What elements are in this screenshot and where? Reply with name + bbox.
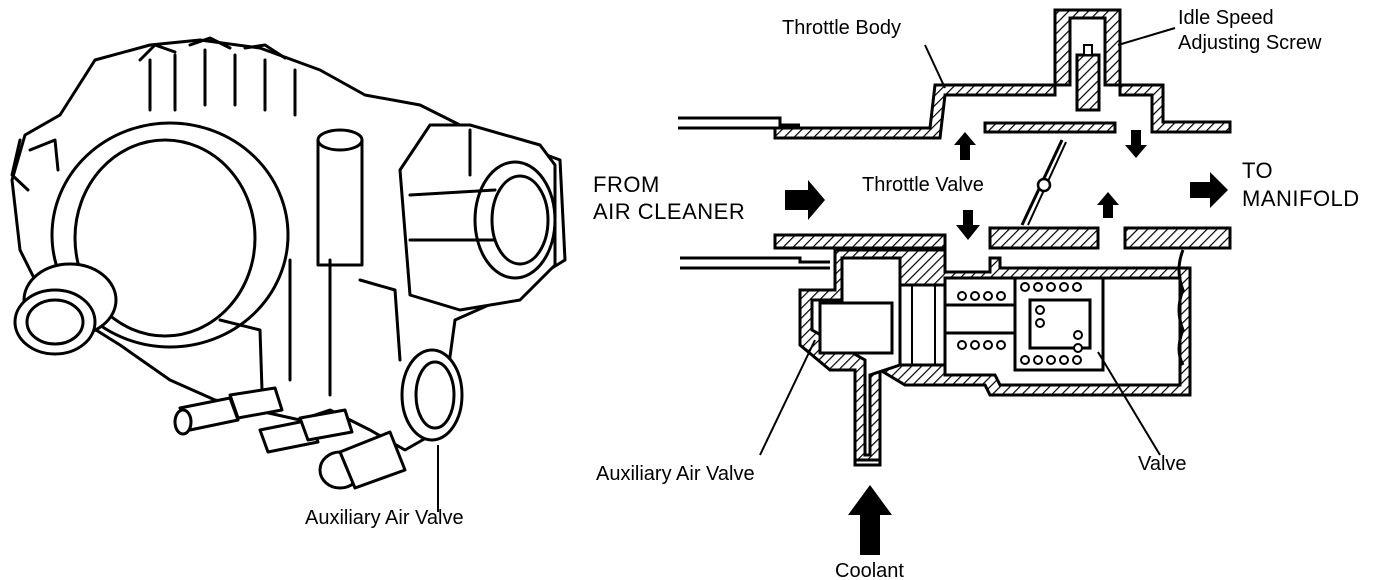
screw-column xyxy=(1053,8,1122,87)
cross-section xyxy=(678,8,1232,555)
inlet-duct xyxy=(678,116,830,270)
label-coolant: Coolant xyxy=(835,560,904,580)
housing-right-edge xyxy=(1177,249,1185,366)
lower-block xyxy=(218,258,402,397)
label-air-cleaner: AIR CLEANER xyxy=(593,199,745,224)
label-idle-screw-2: Adjusting Screw xyxy=(1178,32,1322,54)
label-aux-air-valve: Auxiliary Air Valve xyxy=(596,463,755,485)
label-idle-screw-1: Idle Speed xyxy=(1178,7,1274,29)
label-manifold: MANIFOLD xyxy=(1242,186,1360,211)
label-from: FROM xyxy=(593,172,660,197)
arrow-down-2 xyxy=(956,210,980,240)
arrow-up-1 xyxy=(954,132,976,160)
spindle xyxy=(943,303,1022,335)
left-aux-valve-label: Auxiliary Air Valve xyxy=(305,507,464,529)
piston xyxy=(898,283,947,367)
wax-element xyxy=(818,301,894,355)
label-throttle-body: Throttle Body xyxy=(782,17,901,39)
top-ribs xyxy=(138,36,287,62)
flow-arrows xyxy=(785,130,1228,555)
throttle-shaft xyxy=(1036,177,1052,193)
throttle-plate-upper xyxy=(983,121,1117,134)
sensor-housing xyxy=(398,123,557,312)
coolant-pipe xyxy=(853,455,882,467)
upper-wall-right xyxy=(1118,83,1232,134)
throttle-body-illustration xyxy=(10,36,567,490)
aux-valve-ring-inner xyxy=(414,360,456,430)
lower-wall-left xyxy=(773,233,947,250)
arrow-down-1 xyxy=(1125,130,1147,158)
label-to: TO xyxy=(1242,158,1273,183)
idle-screw-slot xyxy=(1083,44,1093,56)
arrow-up-2 xyxy=(1097,192,1119,218)
label-valve: Valve xyxy=(1138,453,1187,475)
label-throttle-valve: Throttle Valve xyxy=(862,174,984,196)
vertical-tube xyxy=(316,128,364,267)
arrow-from-air-cleaner xyxy=(785,180,825,220)
upper-wall xyxy=(773,83,1057,140)
top-boss xyxy=(148,48,297,117)
idle-screw xyxy=(1075,53,1101,112)
hose-nipples xyxy=(173,386,407,490)
leader-lines xyxy=(759,27,1176,456)
lower-wall-mid xyxy=(988,226,1100,250)
arrow-coolant xyxy=(848,485,892,555)
return-springs xyxy=(957,282,1083,365)
lower-wall-right xyxy=(1123,226,1232,250)
dashpot xyxy=(10,138,118,356)
arrow-to-manifold xyxy=(1190,172,1228,208)
bore-face xyxy=(73,138,257,338)
